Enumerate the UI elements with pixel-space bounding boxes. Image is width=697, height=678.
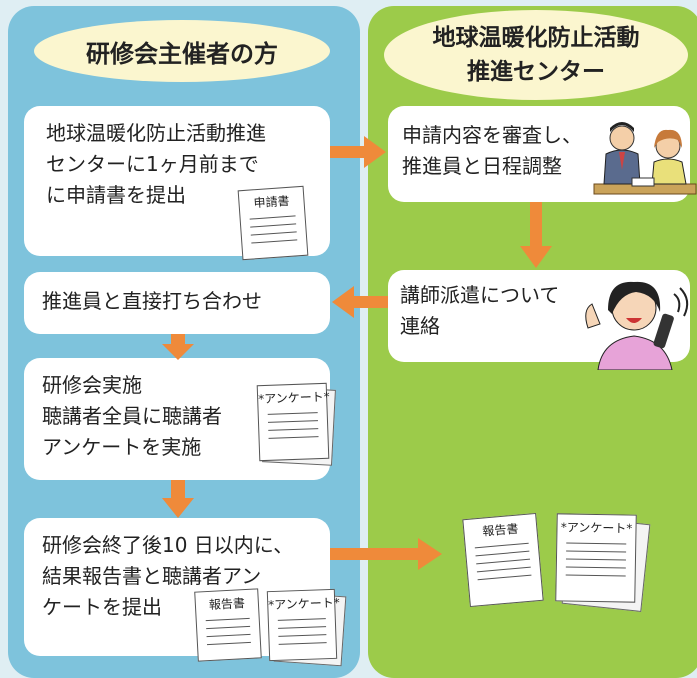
arrow-review-to-contact <box>520 202 552 268</box>
step-apply-line1: 地球温暖化防止活動推進 <box>46 121 266 145</box>
organizer-header-text: 研修会主催者の方 <box>86 39 278 68</box>
step-contact-line2: 連絡 <box>400 314 440 338</box>
step-report-line3: ケートを提出 <box>42 595 162 619</box>
survey-document-label: *アンケート* <box>257 389 330 407</box>
organizer-header: 研修会主催者の方 <box>34 20 330 82</box>
arrow-meet-to-conduct <box>162 334 194 360</box>
step-conduct-line3: アンケートを実施 <box>42 435 202 459</box>
arrow-conduct-to-report <box>162 480 194 518</box>
report-document-icon: 報告書 <box>194 588 262 662</box>
submitted-report-label: 報告書 <box>481 521 519 539</box>
step-review-line2: 推進員と日程調整 <box>402 154 562 178</box>
submitted-report-icon: 報告書 <box>462 512 544 608</box>
meeting-people-icon <box>593 122 697 195</box>
application-document-icon: 申請書 <box>237 185 309 261</box>
report-survey-document-icon: *アンケート* <box>266 588 341 662</box>
arrow-report-to-center <box>330 538 442 570</box>
step-apply-line2: センターに1ヶ月前まで <box>46 152 259 176</box>
report-survey-document-label: *アンケート* <box>268 595 341 613</box>
center-header-line1: 地球温暖化防止活動 <box>432 25 640 51</box>
arrow-apply-to-review <box>330 136 386 168</box>
step-report-line1: 研修会終了後10 日以内に、 <box>42 533 294 557</box>
step-conduct-line2: 聴講者全員に聴講者 <box>42 404 222 428</box>
survey-document-icon: *アンケート* <box>256 382 330 462</box>
step-review-box: 申請内容を審査し、 推進員と日程調整 <box>388 106 690 202</box>
submitted-survey-icon: *アンケート* <box>555 513 637 603</box>
center-header: 地球温暖化防止活動 推進センター <box>384 10 688 100</box>
step-conduct-line1: 研修会実施 <box>42 373 142 397</box>
step-apply-line3: に申請書を提出 <box>46 183 186 207</box>
application-document-label: 申請書 <box>253 193 290 211</box>
submitted-survey-label: *アンケート* <box>560 520 633 536</box>
step-meet-line1: 推進員と直接打ち合わせ <box>42 289 262 313</box>
step-contact-line1: 講師派遣について <box>400 283 560 307</box>
step-report-line2: 結果報告書と聴講者アン <box>42 564 262 588</box>
woman-on-phone-icon <box>585 281 689 370</box>
arrow-contact-to-meet <box>332 286 388 318</box>
step-meet-box: 推進員と直接打ち合わせ <box>24 272 330 334</box>
center-header-line2: 推進センター <box>467 59 605 85</box>
step-review-line1: 申請内容を審査し、 <box>402 123 582 147</box>
report-document-label: 報告書 <box>208 596 246 612</box>
